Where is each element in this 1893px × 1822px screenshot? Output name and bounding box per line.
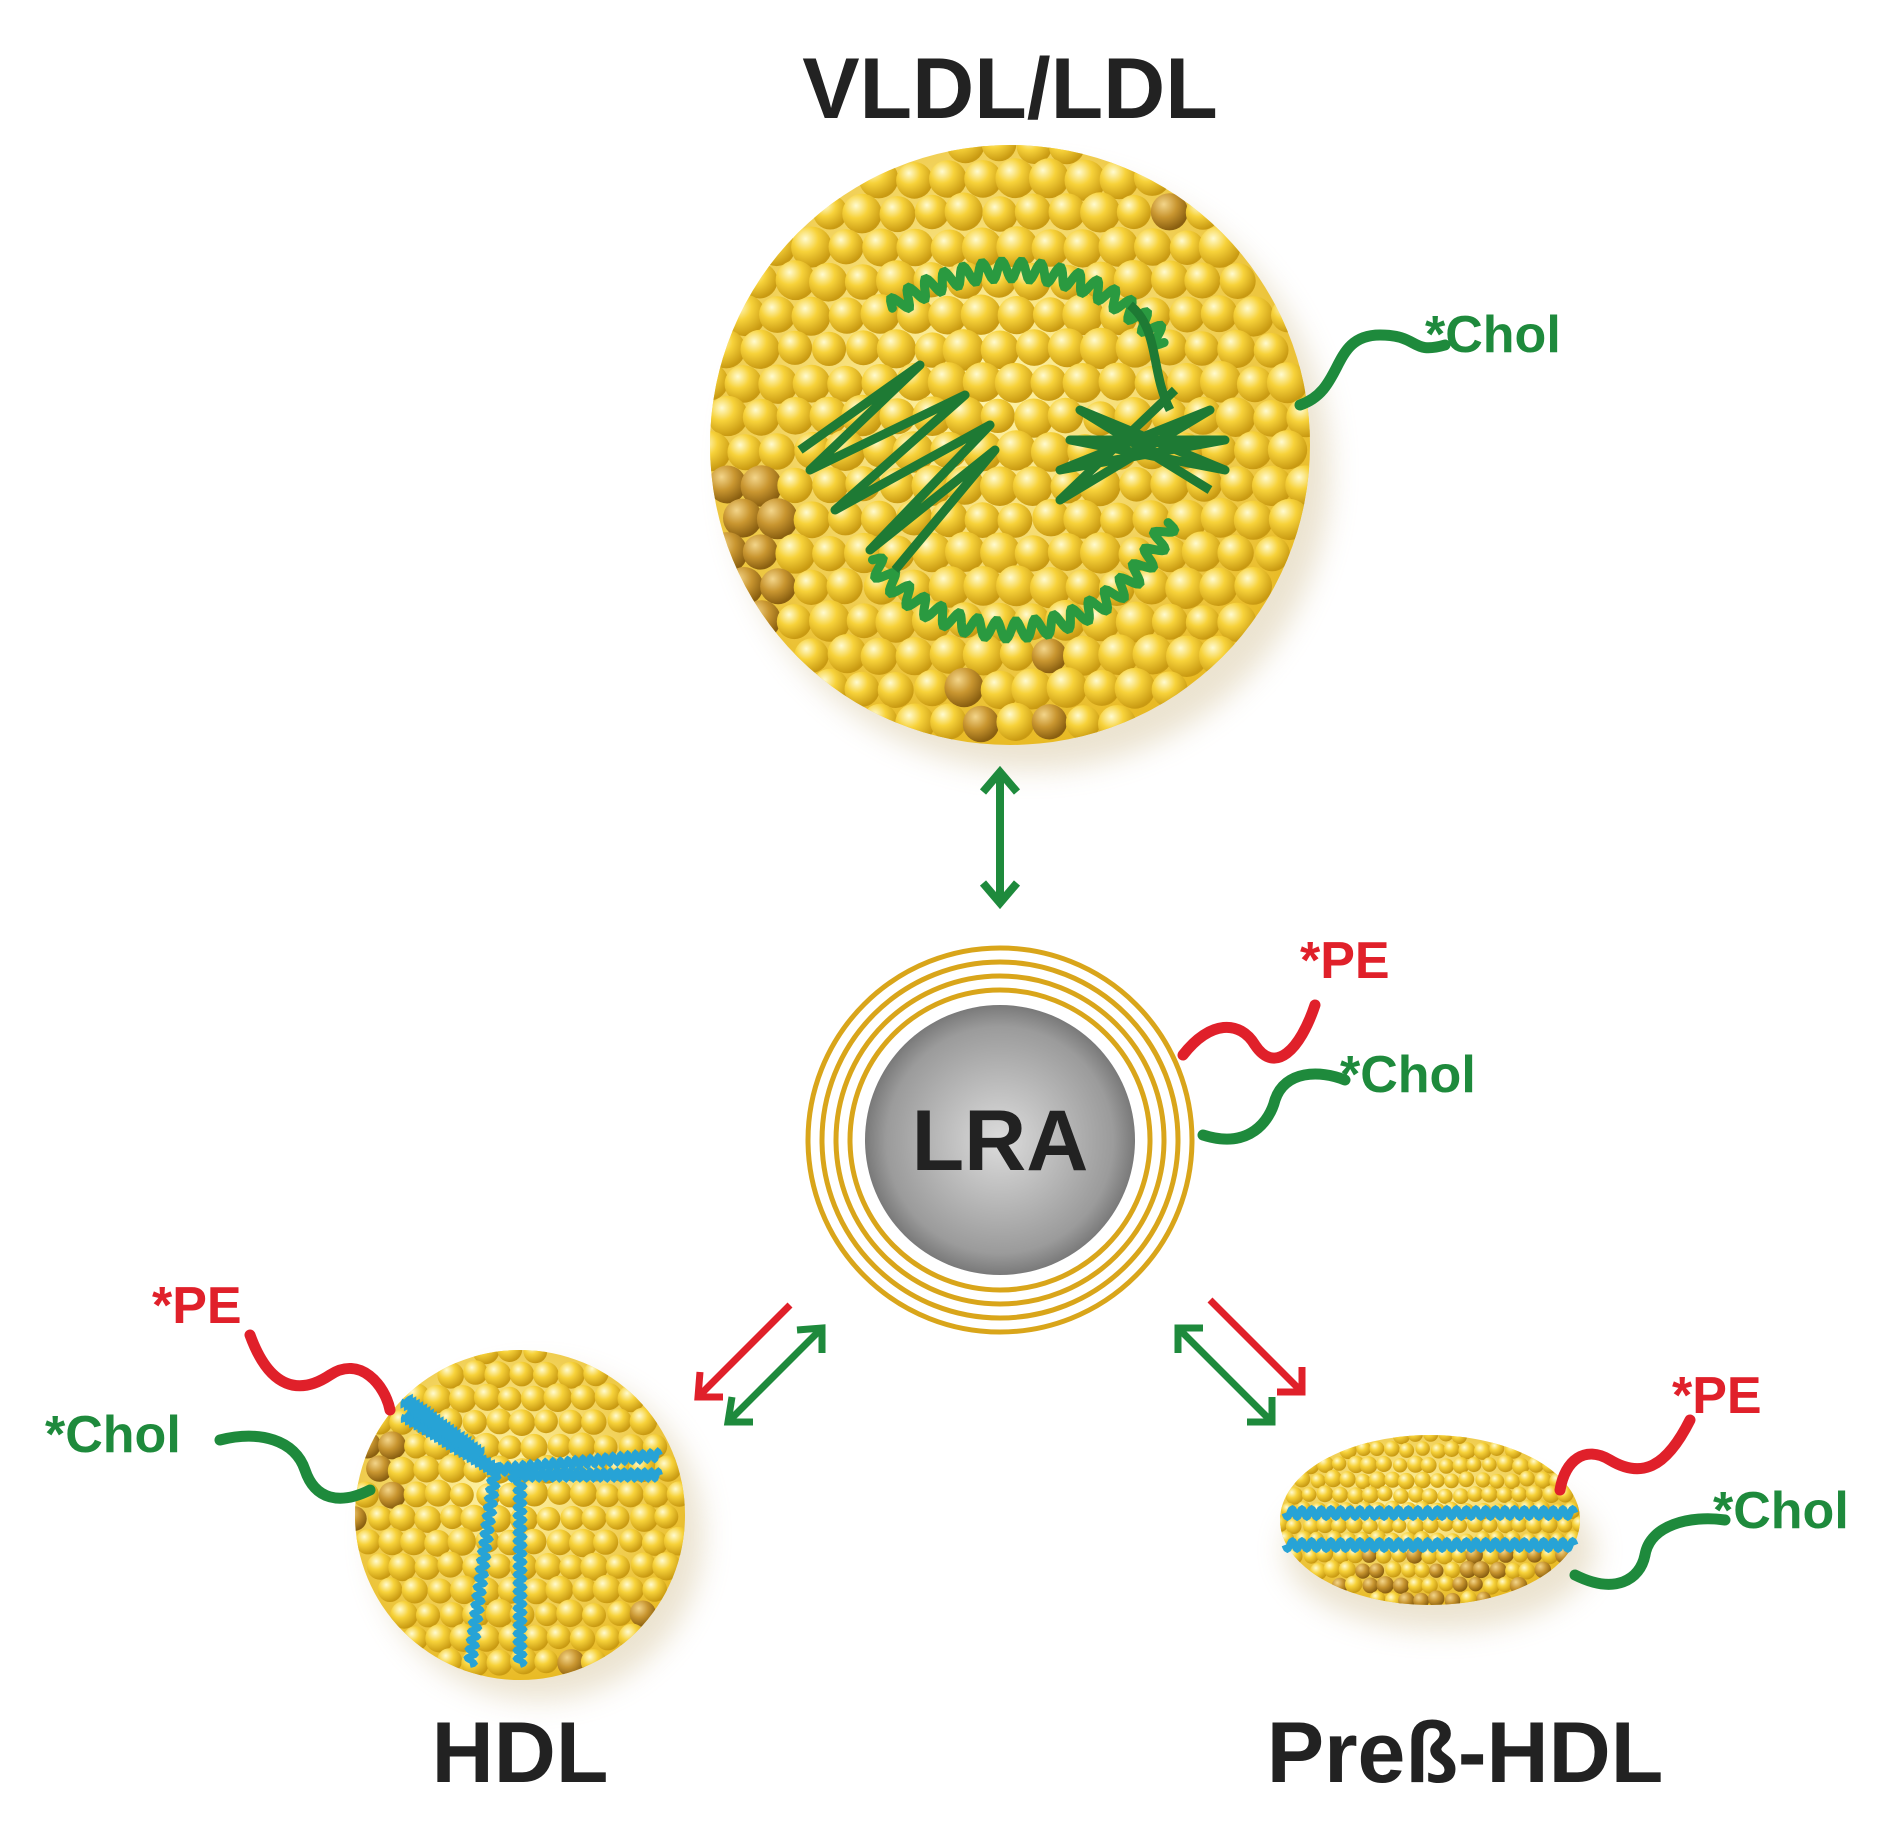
pre-hdl-pe-tag: *PE — [1672, 1367, 1762, 1425]
pre-hdl-pe-tail — [1554, 1414, 1696, 1496]
split-arrows-left-icon — [694, 1302, 826, 1426]
lra-ring — [819, 959, 1181, 1321]
hdl-label: HDL — [432, 1705, 609, 1801]
lra-core — [865, 1005, 1135, 1275]
vldl-chol-tag: *Chol — [1425, 306, 1561, 364]
lra-ring — [833, 973, 1167, 1307]
lra-ring — [847, 987, 1153, 1293]
double-headed-arrow-icon — [979, 765, 1021, 910]
vldl-ldl-label: VLDL/LDL — [802, 41, 1218, 137]
lra-chol-tag: *Chol — [1340, 1046, 1476, 1104]
pre-beta-hdl-particle — [1280, 1435, 1595, 1630]
apolipoprotein-helix-bottom — [868, 518, 1180, 644]
pre-hdl-protein-strand — [1281, 1536, 1579, 1554]
apolipoprotein-helix-top — [886, 256, 1169, 350]
hdl-protein-strand — [463, 1467, 502, 1668]
apolipoprotein-strand-right — [1055, 386, 1230, 505]
hdl-pe-tail — [244, 1329, 396, 1416]
vldl-chol-tail — [1294, 329, 1451, 411]
hdl-protein-strand — [512, 1477, 528, 1668]
hdl-apolipoprotein-strands — [400, 1393, 663, 1668]
hdl-protein-strand — [492, 1447, 663, 1478]
hdl-chol-tail — [214, 1430, 376, 1504]
hdl-pe-tag: *PE — [152, 1277, 242, 1335]
apolipoprotein-strand-left — [797, 360, 1000, 573]
lra-pe-tail — [1177, 999, 1321, 1064]
hdl-protein-strand — [507, 1466, 663, 1484]
pre-hdl-chol-tail — [1569, 1513, 1731, 1590]
apolipoprotein-link — [1126, 301, 1175, 413]
lra-chol-tail — [1197, 1068, 1351, 1145]
vldl-ldl-particle — [710, 145, 1330, 770]
lra-particle: LRA — [805, 945, 1195, 1335]
lra-pe-tag: *PE — [1300, 932, 1390, 990]
lra-ring — [805, 945, 1195, 1335]
hdl-chol-tag: *Chol — [45, 1406, 181, 1464]
hdl-particle — [355, 1350, 703, 1700]
lra-label: LRA — [912, 1093, 1089, 1189]
split-arrows-right-icon — [1174, 1297, 1306, 1426]
pre-hdl-chol-tag: *Chol — [1713, 1482, 1849, 1540]
hdl-protein-strand — [400, 1393, 485, 1462]
pre-hdl-label: Preß-HDL — [1267, 1705, 1664, 1801]
pre-hdl-protein-strand — [1281, 1504, 1579, 1522]
